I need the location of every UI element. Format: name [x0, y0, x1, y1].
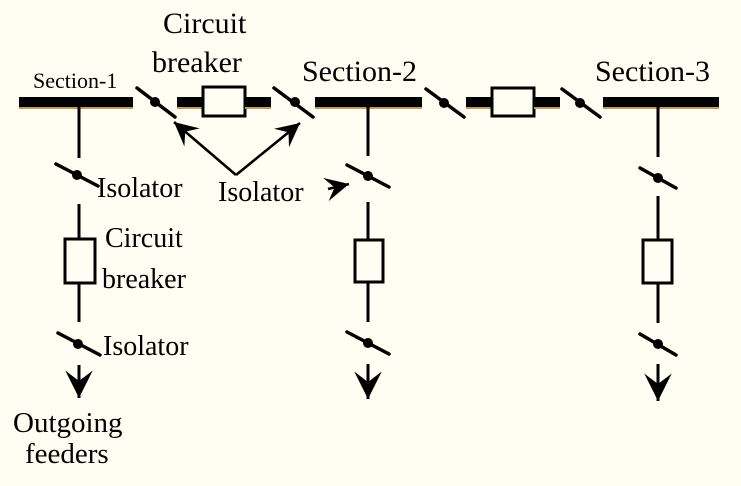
coupler-2-right-isolator-hinge	[575, 98, 585, 108]
feeder-3-lower-isolator-symbol	[638, 332, 678, 357]
feeder-1-upper-isolator-symbol	[54, 162, 100, 188]
label-section-3: Section-3	[595, 55, 710, 88]
feeder-3-circuit-breaker-symbol	[641, 238, 674, 285]
feeder-2	[345, 107, 391, 399]
busbar-section-2-bar	[315, 97, 422, 107]
label-outgoing-feeders-line2: feeders	[25, 438, 109, 470]
label-feeder-breaker-line2: breaker	[102, 264, 187, 295]
coupler-isolator-annotation-arrows	[173, 121, 301, 177]
label-coupler-isolators: Isolator	[218, 177, 304, 208]
feeder-2-upper-isolator-symbol	[345, 163, 391, 189]
label-feeder-breaker-line1: Circuit	[105, 223, 183, 254]
feeder-1-upper-isolator-hinge	[72, 170, 82, 180]
label-section-1: Section-1	[33, 68, 117, 93]
coupler-1-right-stub-shadow	[245, 107, 271, 109]
feeder-1-circuit-breaker-symbol	[63, 237, 97, 285]
busbar-section-3-shadow	[603, 107, 719, 109]
label-section-2: Section-2	[302, 55, 417, 88]
feeder-3-lower-isolator-hinge	[653, 339, 663, 349]
annotation-arrow-feeder2-isolator-icon	[323, 177, 350, 202]
coupler-1-circuit-breaker-symbol	[201, 85, 247, 118]
feeder-3	[638, 107, 678, 401]
annotation-arrow-right-icon	[235, 121, 301, 177]
label-feeder-isolator-bottom: Isolator	[103, 331, 189, 362]
feeder-2-lower-isolator-symbol	[345, 330, 391, 356]
label-coupler-breaker-line1: Circuit	[163, 7, 247, 40]
label-outgoing-feeders-line1: Outgoing	[13, 407, 123, 439]
coupler-2-left-isolator-hinge	[439, 98, 449, 108]
bus-coupler-2	[424, 86, 602, 119]
feeder-2-circuit-breaker-symbol	[353, 238, 385, 284]
busbar-section-3-bar	[603, 97, 719, 107]
coupler-1-left-isolator-symbol	[135, 86, 177, 119]
feeder-3-upper-isolator-symbol	[638, 166, 678, 190]
label-coupler-breaker-line2: breaker	[152, 46, 242, 79]
coupler-1-left-stub	[177, 97, 203, 107]
coupler-2-right-isolator-symbol	[560, 87, 602, 119]
coupler-1-right-isolator-hinge	[290, 97, 300, 107]
coupler-2-circuit-breaker-symbol	[490, 86, 536, 118]
busbar-section-3	[603, 97, 719, 109]
coupler-2-left-isolator-symbol	[424, 87, 466, 119]
feeder-2-upper-isolator-hinge	[363, 171, 373, 181]
coupler-2-left-stub	[466, 97, 492, 107]
busbar-section-1-shadow	[19, 107, 133, 109]
coupler-2-right-stub-shadow	[534, 107, 560, 109]
annotation-arrow-left-icon	[173, 121, 237, 176]
feeder-3-upper-isolator-hinge	[653, 173, 663, 183]
feeder-2-lower-isolator-hinge	[363, 338, 373, 348]
feeder-1	[54, 107, 102, 398]
coupler-1-right-isolator-symbol	[272, 86, 315, 119]
feeder-1-lower-isolator-symbol	[56, 331, 102, 357]
coupler-1-left-stub-shadow	[177, 107, 203, 109]
label-feeder-isolator-top: Isolator	[97, 173, 183, 204]
feeder-1-lower-isolator-hinge	[73, 339, 83, 349]
busbar-section-1	[19, 97, 133, 109]
bus-coupler-1	[135, 85, 315, 119]
busbar-section-1-bar	[19, 97, 133, 107]
coupler-2-left-stub-shadow	[466, 107, 492, 109]
coupler-1-right-stub	[245, 97, 271, 107]
coupler-1-left-isolator-hinge	[150, 97, 160, 107]
coupler-2-right-stub	[534, 97, 560, 107]
